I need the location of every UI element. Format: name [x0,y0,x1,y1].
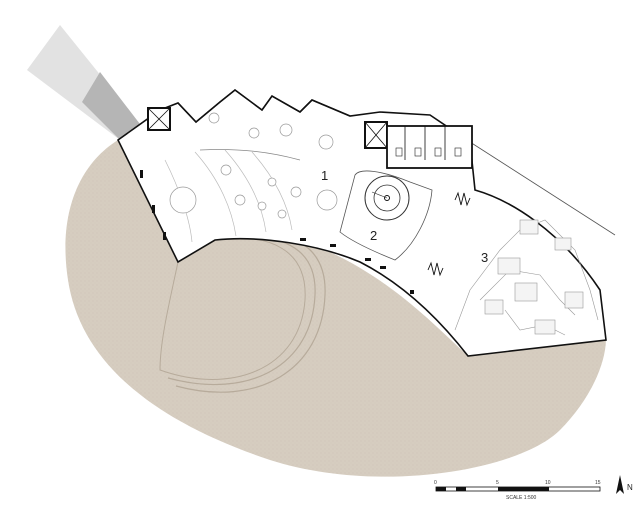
scale-tick-0: 0 [434,480,437,486]
exhibit-layout-room-3 [454,219,599,336]
site-boundary-line [469,141,616,236]
window-ticks [140,170,414,294]
spiral-inner-island [159,237,306,380]
display-pods [169,112,338,219]
sightline-wedge [27,25,143,140]
north-arrow-icon [616,475,624,494]
room-label-3: 3 [481,250,488,265]
room-label-1: 1 [321,168,328,183]
toilet-block [386,125,473,169]
north-arrow: N [616,475,633,494]
scale-bar: 0 5 10 15 SCALE 1:500 [434,480,601,501]
spiral-path [167,235,316,386]
room-label-2: 2 [370,228,377,243]
scale-tick-5: 5 [496,480,499,486]
spiral-stair [339,170,433,261]
zigzag-partitions [427,191,471,277]
scale-tick-10: 10 [545,480,551,486]
gallery-arcs [164,149,301,243]
scale-caption: SCALE 1:500 [506,495,537,501]
north-label: N [627,483,633,492]
scale-tick-15: 15 [595,480,601,486]
